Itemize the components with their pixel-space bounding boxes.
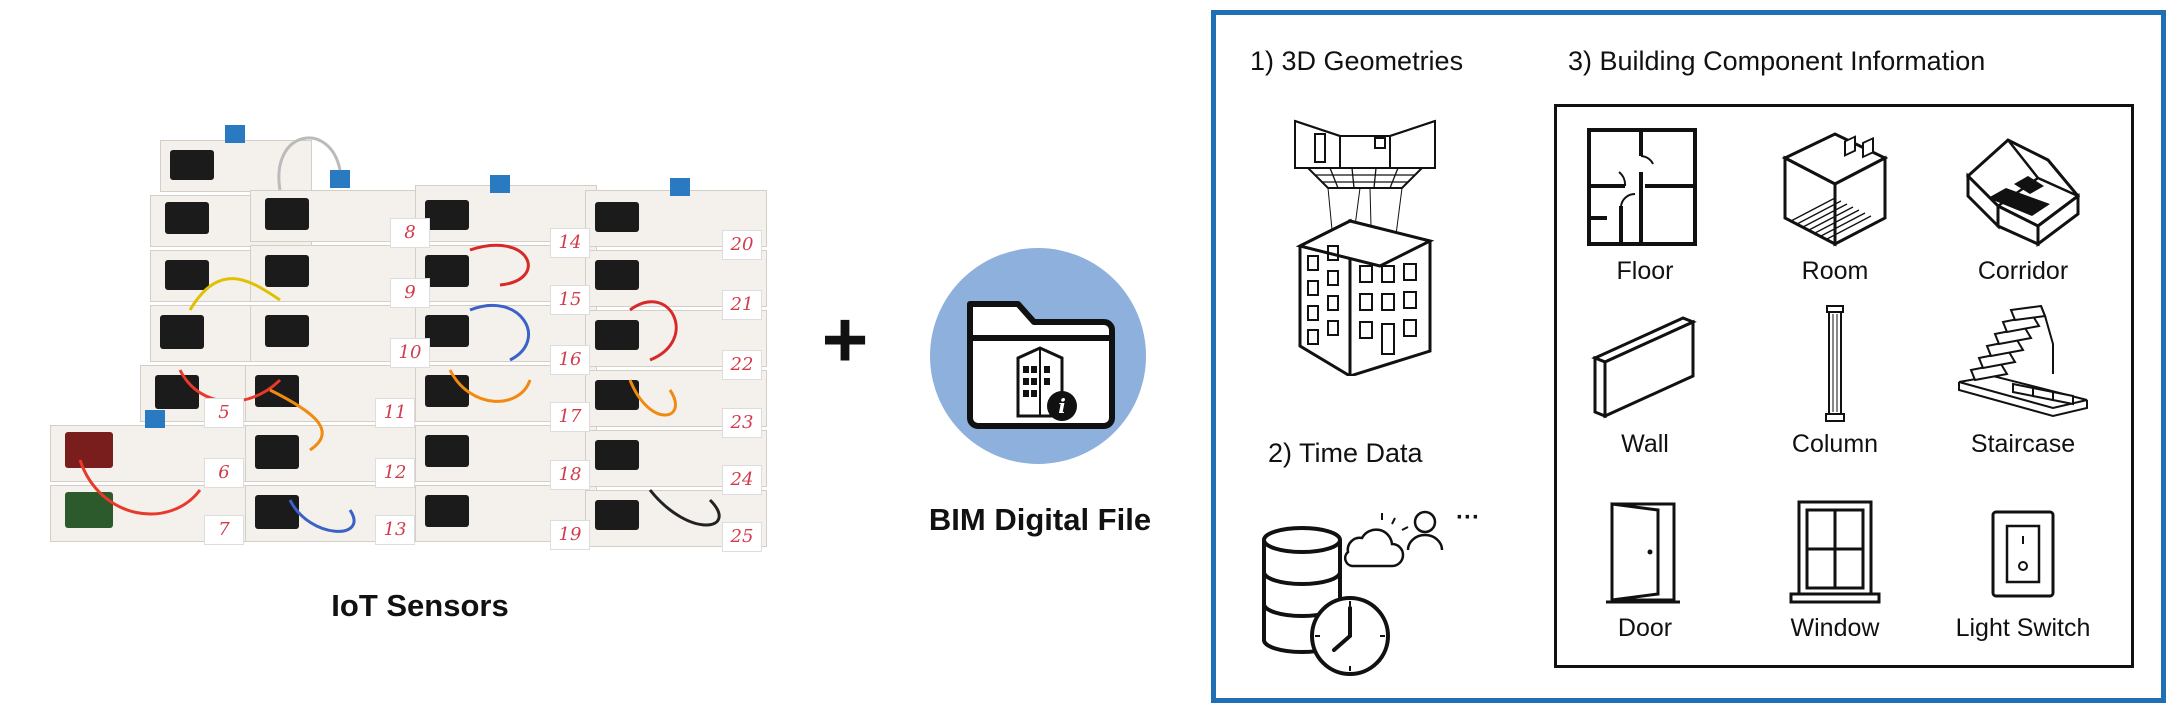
board-number-tag: 7 [204,515,244,545]
components-title: 3) Building Component Information [1568,46,1986,76]
component-label: Floor [1616,257,1674,285]
iot-sensor-photo: 5 6 7 8 9 10 11 12 13 14 15 16 17 18 19 … [50,110,770,552]
board-number-tag: 6 [204,458,244,488]
time-data-icon [1260,500,1490,680]
light-switch-icon [1991,510,2055,598]
component-corridor: Corridor [1928,126,2118,286]
board-number-tag: 18 [550,460,590,490]
board-number-tag: 11 [375,398,415,428]
plus-symbol: + [821,295,869,384]
component-label: Column [1791,430,1879,458]
component-door: Door [1550,498,1740,643]
time-data-title: 2) Time Data [1268,438,1423,468]
component-room: Room [1740,126,1930,286]
wires-drawing [78,136,721,533]
board-number-tag: 9 [390,278,430,308]
board-number-tag: 5 [204,398,244,428]
corridor-icon [1965,138,2081,247]
board-number-tag: 16 [550,345,590,375]
board-number-tag: 15 [550,285,590,315]
board-number-tag: 10 [390,338,430,368]
room-icon [1781,132,1889,247]
board-number-tag: 14 [550,228,590,258]
component-label: Light Switch [1955,614,2091,642]
bim-information-panel [1211,10,2166,703]
floor-plan-icon [1587,128,1697,246]
component-column: Column [1740,304,1930,459]
component-label: Door [1617,614,1673,642]
component-floor: Floor [1550,126,1740,286]
board-number-tag: 24 [722,465,762,495]
component-wall: Wall [1550,304,1740,459]
board-number-tag: 22 [722,350,762,380]
column-icon [1825,305,1845,422]
component-window: Window [1740,498,1930,643]
staircase-icon [1958,304,2088,418]
board-number-tag: 23 [722,408,762,438]
components-box [1554,104,2134,668]
svg-text:i: i [1058,394,1066,418]
board-number-tag: 19 [550,520,590,550]
board-number-tag: 8 [390,218,430,248]
door-icon [1606,502,1680,604]
component-label: Corridor [1977,257,2069,285]
board-number-tag: 17 [550,402,590,432]
component-label: Window [1790,614,1880,642]
window-icon [1789,500,1881,604]
board-number-tag: 12 [375,458,415,488]
geometries-title: 1) 3D Geometries [1250,46,1464,76]
building-3d-geometry-icon [1290,116,1440,379]
board-number-tag: 20 [722,230,762,260]
wall-icon [1591,316,1697,419]
board-number-tag: 21 [722,290,762,320]
time-data-ellipsis: ··· [1456,504,1480,531]
component-label: Staircase [1970,430,2076,458]
component-label: Wall [1621,430,1669,458]
component-staircase: Staircase [1928,304,2118,459]
component-label: Room [1801,257,1869,285]
board-number-tag: 25 [722,522,762,552]
component-light-switch: Light Switch [1928,498,2118,643]
iot-sensors-caption: IoT Sensors [331,588,509,623]
bim-digital-file-caption: BIM Digital File [928,502,1152,537]
bim-file-icon: i [928,246,1148,466]
board-number-tag: 13 [375,515,415,545]
